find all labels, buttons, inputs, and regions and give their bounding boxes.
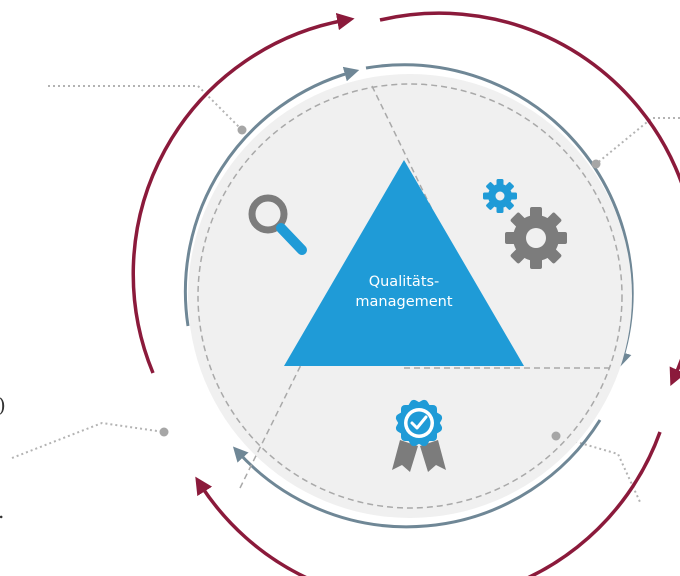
leader-line-bottom-left: [11, 421, 165, 459]
inner-arc-bottom: [232, 419, 602, 529]
connector-dots: [159, 125, 601, 441]
edge-fragment-paren: ): [0, 393, 6, 417]
gears-icon: [483, 179, 567, 269]
center-label-line2: management: [355, 294, 452, 310]
outer-arc-top: [131, 12, 355, 374]
connector-dot-top-left: [237, 125, 247, 135]
outer-arc-bottom: [195, 431, 662, 576]
award-ribbon-right: [420, 440, 446, 472]
small-gear-icon: [483, 179, 517, 213]
outer-cycle-ring: [131, 11, 680, 576]
leader-line-top-left: [48, 85, 243, 131]
large-gear-icon: [505, 207, 567, 269]
inner-arc-right: [365, 63, 634, 368]
outer-arc-right: [379, 11, 680, 386]
center-label-line1: Qualitäts-: [369, 274, 440, 290]
edge-fragment-dot: .: [0, 499, 4, 523]
award-badge-icon: [392, 399, 446, 472]
center-triangle: [284, 160, 524, 366]
inner-arc-top: [183, 66, 360, 327]
leader-line-top-right: [595, 117, 680, 165]
award-ribbon-left: [392, 440, 418, 472]
connector-dot-bottom-left: [159, 427, 169, 437]
connector-dot-top-right: [591, 159, 601, 169]
magnifier-icon: [248, 194, 307, 255]
disc-dashed-border: [197, 83, 623, 509]
inner-cycle-ring: [183, 63, 634, 529]
connector-dot-bottom-right: [551, 431, 561, 441]
check-mark-icon: [410, 415, 428, 430]
